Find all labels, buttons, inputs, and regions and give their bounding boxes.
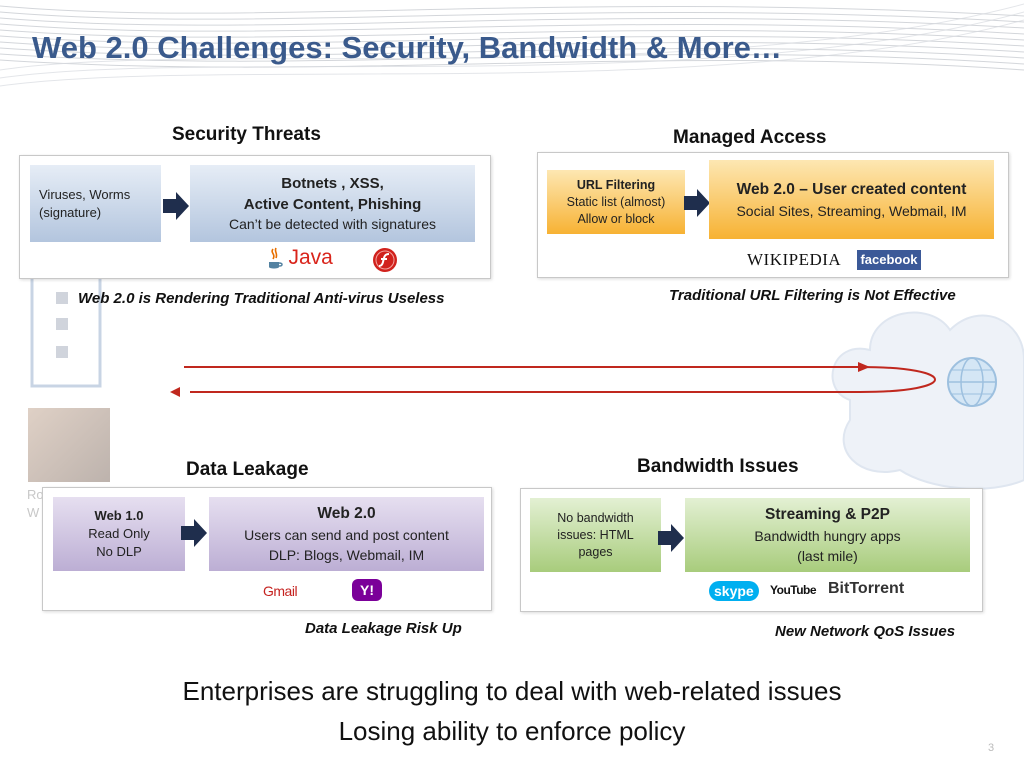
yahoo-messenger-icon: Y! bbox=[352, 579, 382, 601]
background-cloud bbox=[831, 311, 1024, 490]
background-partial-text: Ro W bbox=[27, 487, 44, 520]
bottom-statement-line-1: Enterprises are struggling to deal with … bbox=[182, 676, 842, 706]
flash-icon bbox=[373, 248, 397, 272]
managed-caption: Traditional URL Filtering is Not Effecti… bbox=[669, 287, 956, 304]
page-number: 3 bbox=[988, 742, 995, 754]
leakage-caption: Data Leakage Risk Up bbox=[305, 620, 462, 637]
header-wave-decoration bbox=[0, 3, 1024, 87]
skype-logo: skype bbox=[709, 581, 759, 601]
bandwidth-heading: Bandwidth Issues bbox=[637, 456, 799, 477]
leakage-left-box: Web 1.0 Read Only No DLP bbox=[53, 497, 185, 571]
security-caption: Web 2.0 is Rendering Traditional Anti-vi… bbox=[78, 290, 445, 307]
java-cup-icon bbox=[269, 247, 283, 269]
bandwidth-left-box: No bandwidth issues: HTML pages bbox=[530, 498, 661, 572]
java-logo: Java bbox=[266, 246, 333, 270]
security-heading: Security Threats bbox=[172, 124, 321, 145]
gmail-logo: Gmail bbox=[263, 583, 298, 599]
managed-right-box: Web 2.0 – User created content Social Si… bbox=[709, 160, 994, 239]
wikipedia-logo: WIKIPEDIA bbox=[747, 250, 842, 269]
security-right-box: Botnets , XSS, Active Content, Phishing … bbox=[190, 165, 475, 242]
arrow-right-icon bbox=[181, 519, 207, 547]
facebook-logo: facebook bbox=[857, 250, 921, 270]
leakage-right-box: Web 2.0 Users can send and post content … bbox=[209, 497, 484, 571]
bandwidth-caption: New Network QoS Issues bbox=[775, 623, 956, 640]
traffic-loop-arrows bbox=[170, 362, 936, 397]
bittorrent-logo: BitTorrent bbox=[828, 580, 905, 597]
slide-title: Web 2.0 Challenges: Security, Bandwidth … bbox=[32, 30, 782, 65]
arrow-right-icon bbox=[658, 524, 684, 552]
bandwidth-right-box: Streaming & P2P Bandwidth hungry apps (l… bbox=[685, 498, 970, 572]
leakage-heading: Data Leakage bbox=[186, 459, 309, 480]
youtube-logo: YouTube bbox=[770, 583, 817, 597]
managed-heading: Managed Access bbox=[673, 127, 827, 148]
arrow-right-icon bbox=[684, 189, 710, 217]
bottom-statement-line-2: Losing ability to enforce policy bbox=[338, 716, 686, 746]
security-left-box: Viruses, Worms (signature) bbox=[30, 165, 161, 242]
managed-left-box: URL Filtering Static list (almost) Allow… bbox=[547, 170, 685, 234]
background-photo bbox=[28, 408, 110, 482]
arrow-right-icon bbox=[163, 192, 189, 220]
globe-icon bbox=[947, 357, 997, 407]
